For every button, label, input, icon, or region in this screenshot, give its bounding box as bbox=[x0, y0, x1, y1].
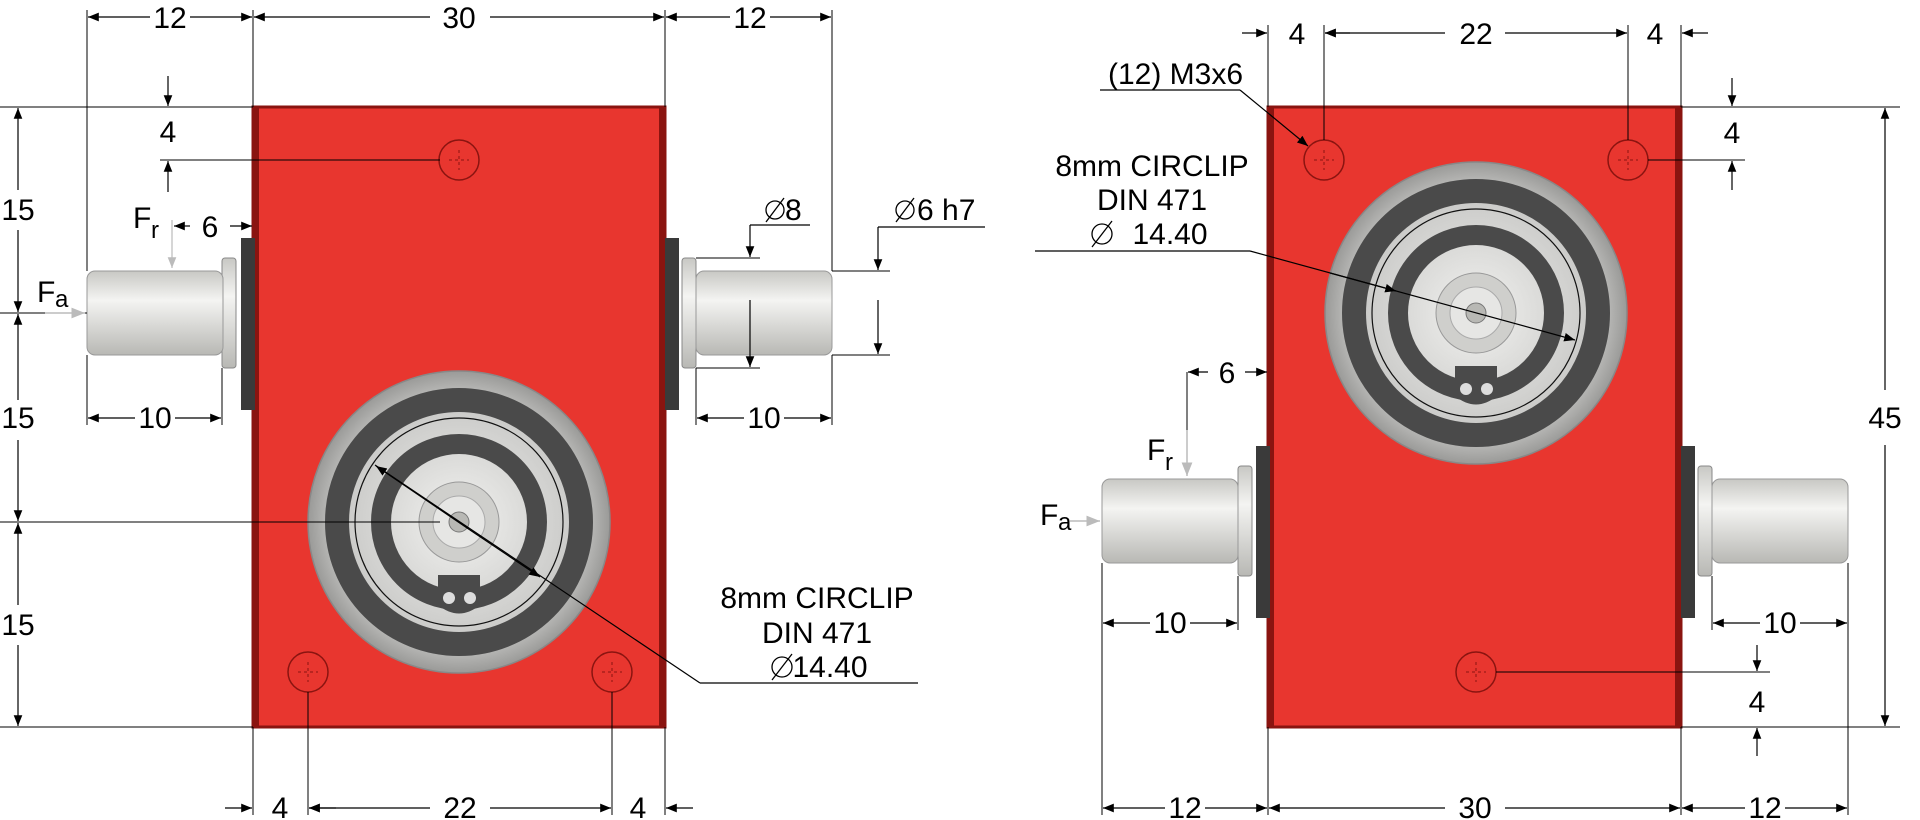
front-right-shaft bbox=[665, 238, 833, 410]
circlip-line3: 14.40 bbox=[792, 651, 867, 684]
dim-body-width: 30 bbox=[442, 2, 475, 35]
side-dim-left-shaft-dia-len: 10 bbox=[1153, 607, 1186, 640]
dim-hole-right: 4 bbox=[630, 792, 647, 820]
side-circlip-line1: 8mm CIRCLIP bbox=[1055, 150, 1248, 183]
dim-shaft-dia: 6 h7 bbox=[917, 194, 975, 227]
side-dim-hole-bottom-offset: 4 bbox=[1749, 686, 1766, 719]
force-radial-sub: r bbox=[151, 217, 159, 244]
dim-height-bottom: 15 bbox=[1, 609, 34, 642]
dim-right-shaft-length: 12 bbox=[733, 2, 766, 35]
side-left-shaft bbox=[1101, 446, 1270, 618]
side-circlip-line2: DIN 471 bbox=[1097, 184, 1207, 217]
side-dim-hole-top-offset: 4 bbox=[1724, 117, 1741, 150]
dim-shoulder-dia: 8 bbox=[785, 194, 802, 227]
dim-height-mid: 15 bbox=[1, 402, 34, 435]
side-dim-left-shaft-length: 12 bbox=[1168, 792, 1201, 820]
side-view: 4 22 4 (12) M3x6 4 45 8mm CIRCLIP DIN 47… bbox=[1035, 18, 1902, 820]
front-view: 12 30 12 4 15 15 15 F r 6 F a bbox=[0, 2, 985, 820]
side-dim-hole-right: 4 bbox=[1647, 18, 1664, 51]
dim-hole-left: 4 bbox=[272, 792, 289, 820]
diameter-icon bbox=[895, 197, 915, 223]
diameter-icon bbox=[771, 653, 793, 681]
dim-left-shaft-dia-len: 10 bbox=[138, 402, 171, 435]
side-force-radial-label: F bbox=[1147, 434, 1165, 467]
diameter-icon bbox=[1091, 220, 1113, 248]
side-dim-hole-spacing: 22 bbox=[1459, 18, 1492, 51]
dim-hole-top-offset: 4 bbox=[160, 116, 177, 149]
side-dim-right-shaft-dia-len: 10 bbox=[1763, 607, 1796, 640]
side-force-radial-sub: r bbox=[1165, 449, 1173, 476]
side-right-shaft bbox=[1681, 446, 1849, 618]
force-axial-label: F bbox=[37, 276, 55, 309]
dim-hole-spacing: 22 bbox=[443, 792, 476, 820]
dim-left-shaft-length: 12 bbox=[153, 2, 186, 35]
force-axial-sub: a bbox=[55, 286, 69, 313]
force-radial-label: F bbox=[133, 202, 151, 235]
dim-fr-offset: 6 bbox=[202, 211, 219, 244]
diameter-icon bbox=[765, 197, 785, 223]
screw-callout: (12) M3x6 bbox=[1108, 58, 1243, 91]
dim-height-top: 15 bbox=[1, 194, 34, 227]
side-force-axial-sub: a bbox=[1058, 509, 1072, 536]
side-dim-right-shaft-length: 12 bbox=[1748, 792, 1781, 820]
side-force-axial-label: F bbox=[1040, 499, 1058, 532]
side-dim-fr-offset: 6 bbox=[1219, 357, 1236, 390]
side-dim-hole-left: 4 bbox=[1289, 18, 1306, 51]
front-left-shaft bbox=[86, 238, 255, 410]
side-dim-body-width: 30 bbox=[1458, 792, 1491, 820]
side-dim-overall-height: 45 bbox=[1868, 402, 1901, 435]
circlip-line2: DIN 471 bbox=[762, 617, 872, 650]
side-circlip-line3: 14.40 bbox=[1132, 218, 1207, 251]
circlip-line1: 8mm CIRCLIP bbox=[720, 582, 913, 615]
dim-right-shaft-dia-len: 10 bbox=[747, 402, 780, 435]
